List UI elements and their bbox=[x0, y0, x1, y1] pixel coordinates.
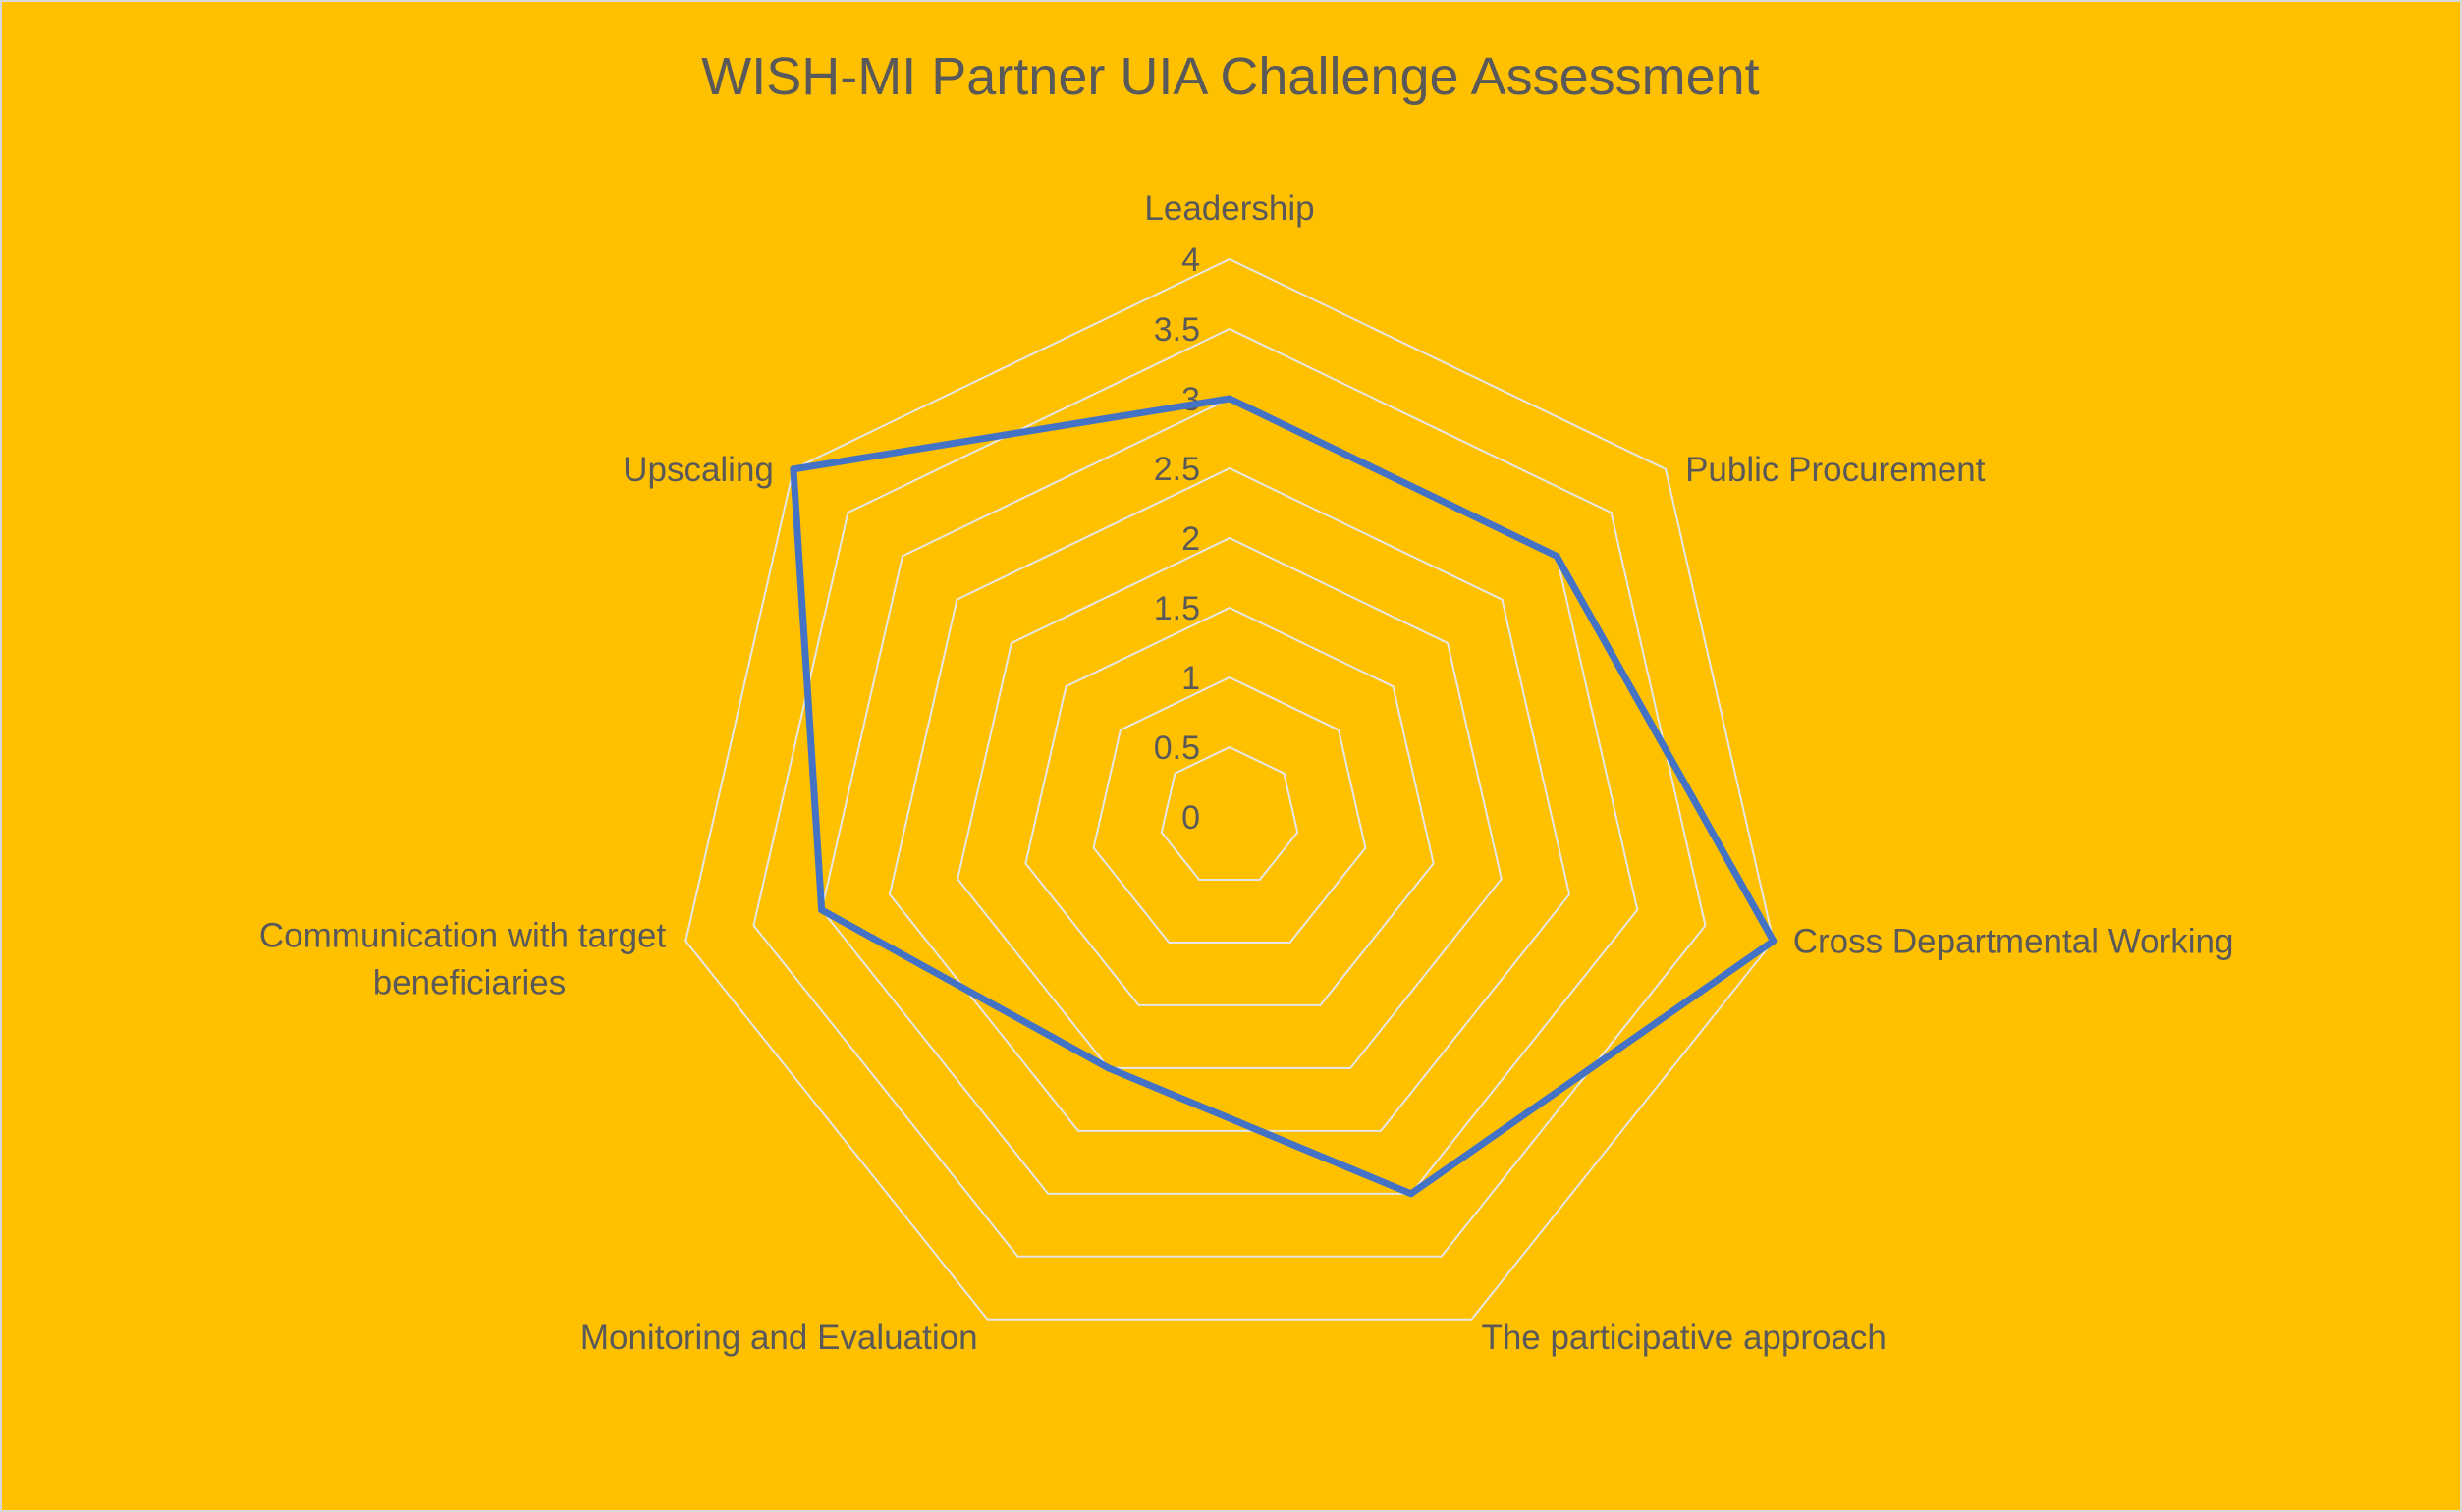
series-line bbox=[790, 395, 1778, 1198]
tick-label: 3 bbox=[1181, 381, 1200, 418]
tick-label: 0.5 bbox=[1154, 729, 1200, 767]
data-point bbox=[1105, 1064, 1113, 1072]
tick-label: 4 bbox=[1181, 242, 1200, 279]
data-point bbox=[1407, 1190, 1415, 1198]
series-layer bbox=[790, 395, 1778, 1198]
chart-title: WISH-MI Partner UIA Challenge Assessment bbox=[701, 47, 1759, 106]
grid-ring bbox=[957, 536, 1503, 1069]
category-label: Leadership bbox=[1144, 189, 1314, 228]
tick-label: 1 bbox=[1181, 660, 1200, 697]
tick-label: 1.5 bbox=[1154, 590, 1200, 627]
tick-label: 0 bbox=[1181, 799, 1200, 837]
grid-ring bbox=[684, 257, 1775, 1321]
category-label: Public Procurement bbox=[1685, 451, 1986, 489]
tick-label: 3.5 bbox=[1154, 311, 1200, 349]
category-label: Upscaling bbox=[623, 451, 774, 489]
data-point bbox=[790, 465, 797, 473]
data-point bbox=[1770, 937, 1778, 945]
data-point bbox=[1553, 552, 1560, 560]
grid-ring bbox=[820, 397, 1639, 1195]
radial-tick-labels: 0 0.5 1 1.5 2 2.5 3 3.5 4 bbox=[1154, 242, 1200, 837]
category-label: Cross Departmental Working bbox=[1793, 922, 2234, 960]
category-label: The participative approach bbox=[1481, 1319, 1886, 1357]
category-label: Monitoring and Evaluation bbox=[580, 1319, 978, 1357]
radar-grid bbox=[684, 257, 1775, 1321]
grid-ring bbox=[1024, 606, 1435, 1006]
grid-ring bbox=[752, 327, 1707, 1258]
data-point bbox=[1226, 395, 1233, 403]
grid-ring bbox=[888, 466, 1571, 1132]
data-point bbox=[818, 906, 826, 914]
tick-label: 2 bbox=[1181, 520, 1200, 558]
tick-label: 2.5 bbox=[1154, 451, 1200, 488]
grid-ring bbox=[1160, 745, 1299, 881]
grid-ring bbox=[1092, 675, 1367, 944]
